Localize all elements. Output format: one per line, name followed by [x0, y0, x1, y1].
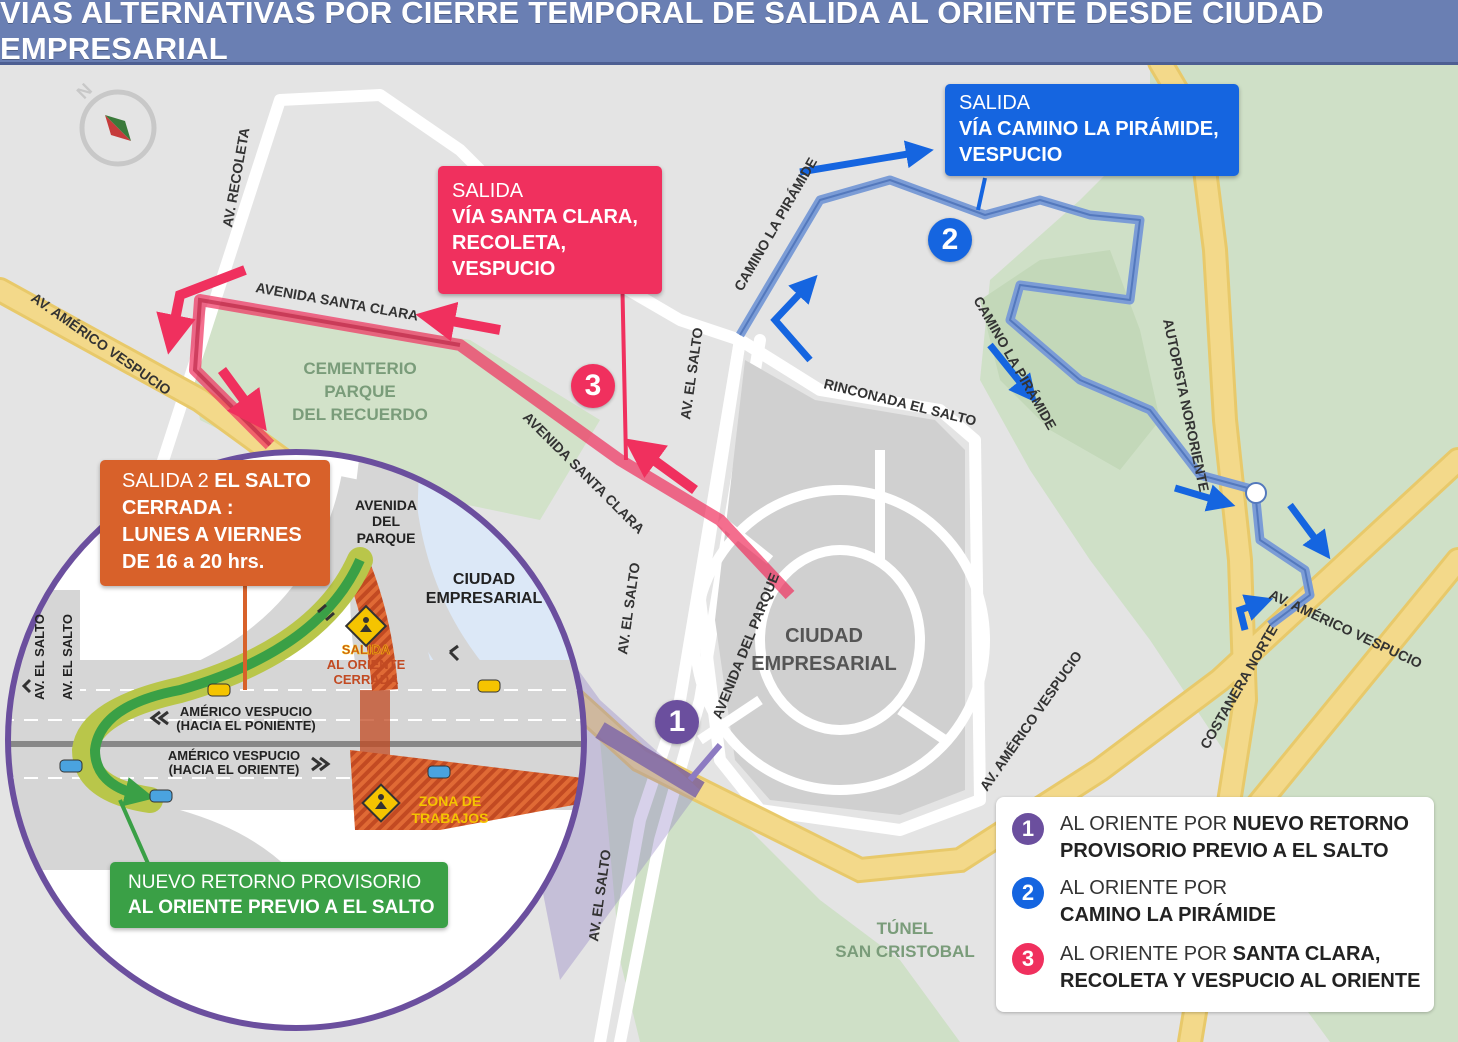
direction-chevrons	[21, 603, 460, 772]
car-icon	[59, 759, 83, 773]
route2-callout-pointer	[976, 177, 987, 211]
route-3-callout-line3: RECOLETA, VESPUCIO	[452, 232, 567, 280]
legend-text-2-prefix: AL ORIENTE POR	[1060, 877, 1228, 899]
car-icon	[149, 789, 173, 803]
area-label-cementerio: CEMENTERIO	[303, 359, 416, 378]
hill-park-inner	[980, 250, 1160, 470]
closure-callout-line4: DE 16 a 20 hrs.	[122, 551, 265, 573]
route-1-marker: 1	[655, 700, 699, 744]
inset-label-zona-de: ZONA DE	[419, 793, 481, 809]
route-2-marker: 2	[928, 218, 972, 262]
new-return-callout-line1: NUEVO RETORNO PROVISORIO	[128, 872, 422, 893]
route-2-arrow-3	[987, 342, 1037, 403]
area-label-parque: PARQUE	[324, 382, 395, 401]
area-label-del-recuerdo: DEL RECUERDO	[292, 405, 428, 424]
legend: 1 AL ORIENTE POR NUEVO RETORNO PROVISORI…	[996, 797, 1434, 1012]
route-2-callout-line3: VESPUCIO	[959, 144, 1063, 166]
car-icon	[207, 683, 231, 697]
route-3-arrow-4	[623, 438, 698, 495]
route-1-connector	[687, 743, 723, 782]
route-2-callout-line2: VÍA CAMINO LA PIRÁMIDE,	[959, 118, 1219, 140]
closure-callout: SALIDA 2 EL SALTO CERRADA : LUNES A VIER…	[100, 460, 330, 586]
closure-callout-exit-name: EL SALTO	[214, 470, 311, 492]
closure-callout-prefix: SALIDA 2	[122, 470, 215, 492]
inset-label-hacia-poniente: (HACIA EL PONIENTE)	[176, 718, 315, 733]
route-1-path	[595, 722, 705, 798]
inset-frame	[5, 449, 587, 1031]
route3-callout-pointer	[620, 267, 628, 461]
route-3-arrow-1	[415, 301, 501, 342]
legend-text-1-bold: NUEVO RETORNO PROVISORIO PREVIO A EL SAL…	[1060, 813, 1409, 862]
legend-text-3-bold: SANTA CLARA, RECOLETA Y VESPUCIO AL ORIE…	[1060, 943, 1421, 992]
new-return-callout-line2: AL ORIENTE PREVIO A EL SALTO	[128, 897, 435, 918]
legend-item-1: 1 AL ORIENTE POR NUEVO RETORNO PROVISORI…	[1012, 811, 1422, 865]
inset-label-trabajos: TRABAJOS	[411, 810, 488, 826]
area-label-tunel: TÚNEL	[877, 919, 934, 938]
page-title: VIAS ALTERNATIVAS POR CIERRE TEMPORAL DE…	[0, 0, 1458, 66]
area-label-ciudad: CIUDAD	[785, 625, 863, 647]
inset-label-avenida: AVENIDA	[355, 497, 417, 513]
legend-text-2-bold: CAMINO LA PIRÁMIDE	[1060, 904, 1276, 926]
route-2-callout-heading: SALIDA	[959, 92, 1031, 114]
inset-label-salida: SALIDA	[342, 642, 391, 657]
route-3-marker: 3	[571, 364, 615, 408]
return-callout-pointer	[118, 799, 152, 869]
ciudad-empresarial-blocks	[715, 360, 965, 815]
inset-label-parque: PARQUE	[357, 530, 416, 546]
inset-label-al-oriente: AL ORIENTE	[327, 657, 406, 672]
route-2-callout: SALIDA VÍA CAMINO LA PIRÁMIDE, VESPUCIO	[945, 84, 1239, 176]
legend-text-3-prefix: AL ORIENTE POR	[1060, 943, 1233, 965]
new-return-callout: NUEVO RETORNO PROVISORIO AL ORIENTE PREV…	[110, 862, 448, 928]
route-3-callout-line2: VÍA SANTA CLARA,	[452, 206, 638, 228]
route-3-arrow-2	[156, 265, 247, 355]
legend-number-1: 1	[1012, 813, 1044, 845]
tunnel-park	[600, 740, 960, 1042]
legend-text-1: AL ORIENTE POR NUEVO RETORNO PROVISORIO …	[1060, 811, 1422, 865]
area-label-san-cristobal: SAN CRISTOBAL	[835, 942, 974, 961]
area-label-empresarial: EMPRESARIAL	[751, 653, 897, 675]
route-2-arrow-5	[1287, 502, 1331, 560]
inset-label-cerrada: CERRADA	[334, 672, 400, 687]
construction-sign-icon	[361, 783, 401, 823]
legend-item-2: 2 AL ORIENTE POR CAMINO LA PIRÁMIDE	[1012, 875, 1422, 929]
route-2-arrow-1	[799, 140, 934, 176]
construction-sign-icon	[344, 604, 388, 648]
car-icon	[477, 679, 501, 693]
route-3-arrow-3	[217, 367, 267, 432]
inset-label-vespucio-poniente: AMÉRICO VESPUCIO	[180, 704, 312, 719]
inset-label-ciudad: CIUDAD	[453, 571, 515, 588]
legend-text-3: AL ORIENTE POR SANTA CLARA, RECOLETA Y V…	[1060, 941, 1422, 995]
route-2-arrow-4	[1174, 484, 1236, 512]
inset-work-zone	[350, 750, 584, 830]
ciudad-empresarial-ring-roads	[690, 450, 990, 795]
route-3-callout: SALIDA VÍA SANTA CLARA, RECOLETA, VESPUC…	[438, 166, 662, 294]
roundabout	[1245, 482, 1267, 504]
inset-label-del: DEL	[372, 513, 400, 529]
route-2-arrow-6	[1235, 594, 1274, 631]
inset-label-hacia-oriente: (HACIA EL ORIENTE)	[169, 762, 300, 777]
legend-text-2: AL ORIENTE POR CAMINO LA PIRÁMIDE	[1060, 875, 1276, 929]
inset-label-av-el-salto-1: AV. EL SALTO	[32, 614, 47, 700]
legend-number-3: 3	[1012, 943, 1044, 975]
car-icon	[427, 765, 451, 779]
legend-text-1-prefix: AL ORIENTE POR	[1060, 813, 1233, 835]
legend-number-2: 2	[1012, 877, 1044, 909]
route-2-arrow-2	[770, 274, 818, 363]
inset-label-av-el-salto-2: AV. EL SALTO	[60, 614, 75, 700]
route-2-outline	[739, 179, 1311, 626]
inset-new-return-path	[89, 557, 365, 807]
closure-callout-line1: SALIDA 2 EL SALTO	[122, 468, 318, 495]
legend-item-3: 3 AL ORIENTE POR SANTA CLARA, RECOLETA Y…	[1012, 941, 1422, 995]
inset-label-vespucio-oriente: AMÉRICO VESPUCIO	[168, 748, 300, 763]
inset-label-empresarial: EMPRESARIAL	[426, 590, 543, 607]
closure-callout-line3: LUNES A VIERNES	[122, 524, 302, 546]
route-3-callout-heading: SALIDA	[452, 180, 524, 202]
closure-callout-line2: CERRADA :	[122, 497, 234, 519]
